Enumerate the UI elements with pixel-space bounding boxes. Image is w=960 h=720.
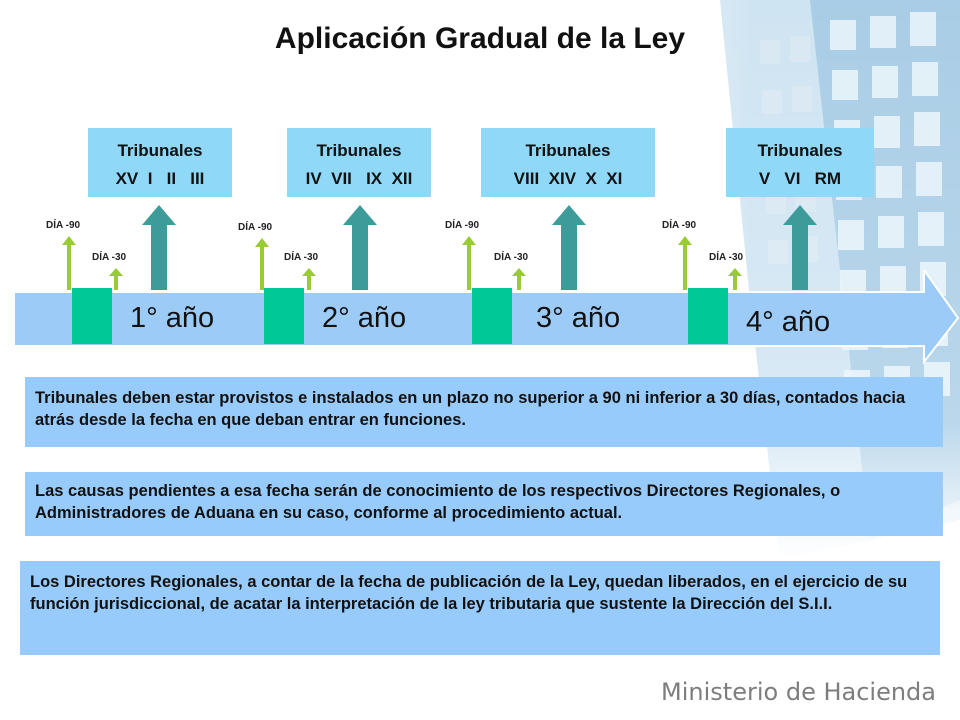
year-block-1 bbox=[72, 288, 112, 344]
tribunal-box-1: Tribunales XV I II III bbox=[88, 128, 232, 197]
year-label-1: 1° año bbox=[130, 302, 215, 334]
up-arrow-icon bbox=[783, 205, 817, 290]
day-30-marker-icon bbox=[512, 268, 526, 290]
tribunal-label: Tribunales bbox=[757, 141, 843, 160]
tribunal-box-2: Tribunales IV VII IX XII bbox=[287, 128, 431, 197]
day-90-label: DÍA -90 bbox=[46, 220, 81, 231]
tribunal-regions: VIII XIV X XI bbox=[513, 169, 623, 188]
info-box-pending-cases: Las causas pendientes a esa fecha serán … bbox=[25, 472, 943, 536]
year-label-4: 4° año bbox=[746, 306, 831, 338]
day-90-marker-icon bbox=[62, 236, 76, 290]
day-90-label: DÍA -90 bbox=[662, 220, 697, 231]
day-30-marker-icon bbox=[728, 268, 742, 290]
year-label-3: 3° año bbox=[536, 302, 621, 334]
day-90-label: DÍA -90 bbox=[445, 220, 480, 231]
day-30-marker-icon bbox=[302, 268, 316, 290]
year-block-3 bbox=[472, 288, 512, 344]
tribunal-box-4: Tribunales V VI RM bbox=[726, 128, 874, 197]
day-90-marker-icon bbox=[255, 238, 269, 290]
up-arrow-icon bbox=[552, 205, 586, 290]
year-block-4 bbox=[688, 288, 728, 344]
day-30-label: DÍA -30 bbox=[284, 252, 319, 263]
up-arrow-icon bbox=[343, 205, 377, 290]
year-label-2: 2° año bbox=[322, 302, 407, 334]
ministry-footer: Ministerio de Hacienda bbox=[661, 678, 936, 706]
day-30-label: DÍA -30 bbox=[709, 252, 744, 263]
page-title: Aplicación Gradual de la Ley bbox=[274, 22, 686, 55]
tribunal-regions: V VI RM bbox=[758, 169, 842, 188]
day-30-marker-icon bbox=[109, 268, 123, 290]
day-30-label: DÍA -30 bbox=[92, 252, 127, 263]
day-90-marker-icon bbox=[678, 236, 692, 290]
tribunal-label: Tribunales bbox=[316, 141, 402, 160]
tribunal-label: Tribunales bbox=[117, 141, 203, 160]
year-block-2 bbox=[264, 288, 304, 344]
tribunal-regions: XV I II III bbox=[115, 169, 205, 188]
info-box-regional-directors: Los Directores Regionales, a contar de l… bbox=[20, 561, 940, 655]
day-30-label: DÍA -30 bbox=[494, 252, 529, 263]
tribunal-box-3: Tribunales VIII XIV X XI bbox=[481, 128, 655, 197]
day-90-label: DÍA -90 bbox=[238, 222, 273, 233]
up-arrow-icon bbox=[142, 205, 176, 290]
tribunal-label: Tribunales bbox=[525, 141, 611, 160]
tribunal-regions: IV VII IX XII bbox=[305, 169, 413, 188]
day-90-marker-icon bbox=[462, 236, 476, 290]
info-box-installation: Tribunales deben estar provistos e insta… bbox=[25, 377, 943, 447]
